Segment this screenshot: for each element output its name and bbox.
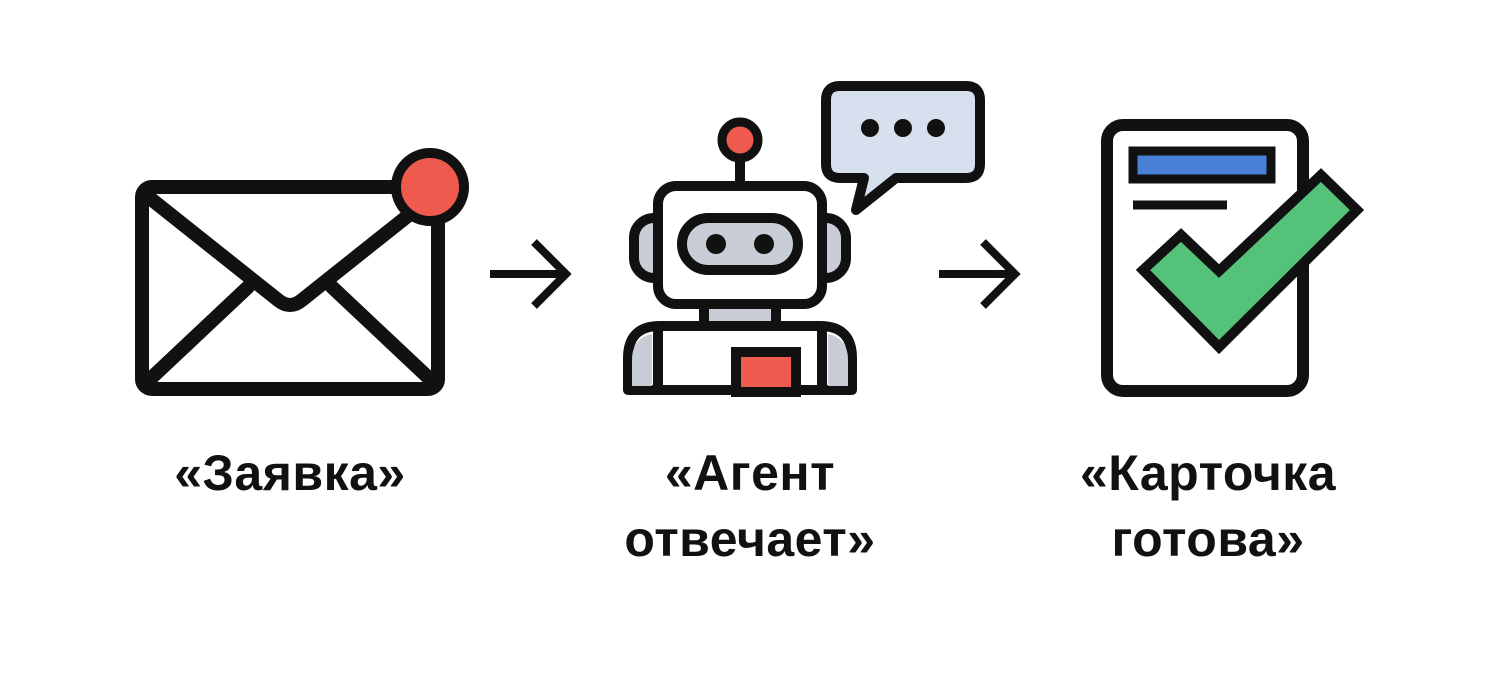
step-label-line: «Заявка» bbox=[174, 445, 406, 501]
document-check-icon bbox=[1101, 119, 1365, 397]
step-label-line: «Карточка bbox=[1079, 445, 1337, 501]
step-label-agent: «Агент отвечает» bbox=[540, 440, 960, 572]
arrow-right-icon bbox=[939, 239, 1021, 309]
step-label-card: «Карточка готова» bbox=[998, 440, 1418, 572]
step-label-request: «Заявка» bbox=[80, 440, 500, 506]
step-label-line: отвечает» bbox=[624, 511, 876, 567]
envelope-notification-icon bbox=[135, 148, 469, 396]
step-label-line: «Агент bbox=[664, 445, 836, 501]
step-label-line: готова» bbox=[1111, 511, 1305, 567]
chat-bubble-icon bbox=[821, 81, 985, 215]
robot-chat-icon bbox=[623, 81, 985, 397]
arrow-right-icon bbox=[490, 239, 572, 309]
